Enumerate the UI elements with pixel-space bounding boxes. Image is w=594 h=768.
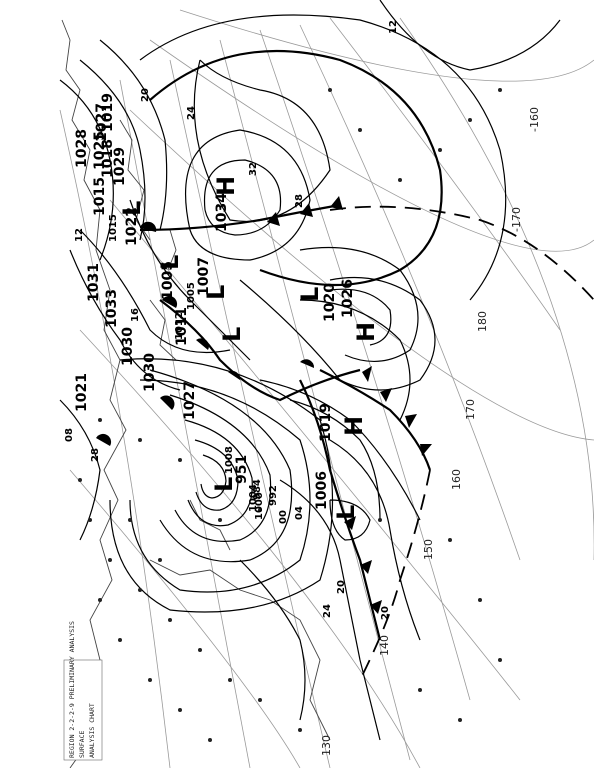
station-plots (78, 88, 502, 742)
high-center-symbol: H (340, 416, 368, 436)
isobar-label: 1012 (174, 312, 185, 340)
isobar-label: 1028 (74, 129, 90, 168)
low-center-value: 1005 (160, 261, 176, 300)
high-center-value: 1019 (318, 403, 334, 442)
isobar-label: 20 (336, 580, 347, 594)
low-center-symbol: L (210, 477, 238, 492)
caption-line: ANALYSIS CHART (88, 703, 96, 758)
isobar-label: 1000 (254, 492, 265, 520)
isobar-label: 1029 (112, 147, 128, 186)
isobar-label: 00 (278, 510, 289, 524)
isobar-label: 1019 (100, 93, 116, 132)
low-center-symbol: L (218, 327, 246, 342)
caption-line: SURFACE (78, 731, 86, 758)
isobar-label: 12 (74, 228, 85, 242)
caption-line: REGION 2-2-2-9 PRELIMINARY ANALYSIS (68, 621, 76, 758)
isobar-label: 24 (322, 604, 333, 618)
isobar-label: 32 (248, 162, 259, 176)
isobar-label: 12 (388, 20, 399, 34)
isobar-labels: 1028 1015 1025 1027 1019 1018 1029 1031 … (64, 20, 399, 620)
low-center-value: 1011 (174, 307, 190, 346)
isobar-label: 1015 (92, 177, 108, 216)
isobar-label: 992 (268, 485, 279, 506)
high-center-value: 1034 (214, 193, 230, 232)
isobar-label: 1021 (74, 373, 90, 412)
isobar-label: 1030 (142, 353, 158, 392)
high-center-symbol: H (212, 176, 240, 196)
troughs (329, 205, 594, 681)
isobar-label: 1025 (92, 131, 108, 170)
isobar-label: 1030 (120, 327, 136, 366)
longitude-labels: -160 -170 180 170 160 150 140 130 (320, 107, 541, 756)
high-center-symbol: H (352, 322, 380, 342)
low-center-value: 1022 (124, 207, 140, 246)
low-center-symbol: L (332, 505, 360, 520)
low-center-value: 1007 (196, 257, 212, 296)
isobar-label: 24 (186, 106, 197, 120)
lon-label: 170 (464, 399, 477, 420)
low-center-symbol: L (202, 285, 230, 300)
low-center-value: 951 (234, 455, 250, 484)
lon-label: 150 (422, 539, 435, 560)
isobar-label: 20 (380, 606, 391, 620)
isobar-label: 984 (252, 479, 263, 500)
low-center-symbol: L (156, 255, 184, 270)
low-center-symbol: L (118, 201, 146, 216)
isobar-label: 28 (90, 448, 101, 462)
isobar-label: 1005 (186, 282, 197, 310)
isobar-label: 08 (64, 428, 75, 442)
pressure-centers: H 1034 H 1026 H 1019 L 1005 L 951 L 1006… (118, 176, 380, 520)
isobar-label: 28 (294, 194, 305, 208)
isobar-label: 20 (140, 88, 151, 102)
isobar-label: 1015 (108, 214, 119, 242)
low-center-value: 1006 (314, 471, 330, 510)
isobars (59, 0, 561, 741)
fronts (96, 196, 432, 641)
isobar-label: 1033 (104, 289, 120, 328)
lon-label: 160 (450, 469, 463, 490)
isobar-label: 04 (294, 506, 305, 520)
high-center-value: 1026 (340, 279, 356, 318)
lon-label: -160 (528, 107, 541, 132)
lon-label: 180 (476, 311, 489, 332)
isobar-label: 1008 (224, 446, 235, 474)
lon-label: 140 (378, 635, 391, 656)
isobar-label: 1027 (182, 381, 198, 420)
chart-caption: REGION 2-2-2-9 PRELIMINARY ANALYSIS SURF… (63, 621, 103, 761)
isobar-label: 1031 (86, 263, 102, 302)
isobar-label: 16 (130, 308, 141, 322)
isobar-label: 1027 (94, 103, 110, 142)
isobar-label: 1018 (100, 139, 116, 178)
lon-label: 130 (320, 735, 333, 756)
low-center-symbol: L (296, 287, 324, 302)
graticule (59, 9, 594, 768)
isobar-label: 1004 (248, 484, 259, 512)
lon-label: -170 (510, 207, 523, 232)
low-center-value: 1020 (322, 283, 338, 322)
